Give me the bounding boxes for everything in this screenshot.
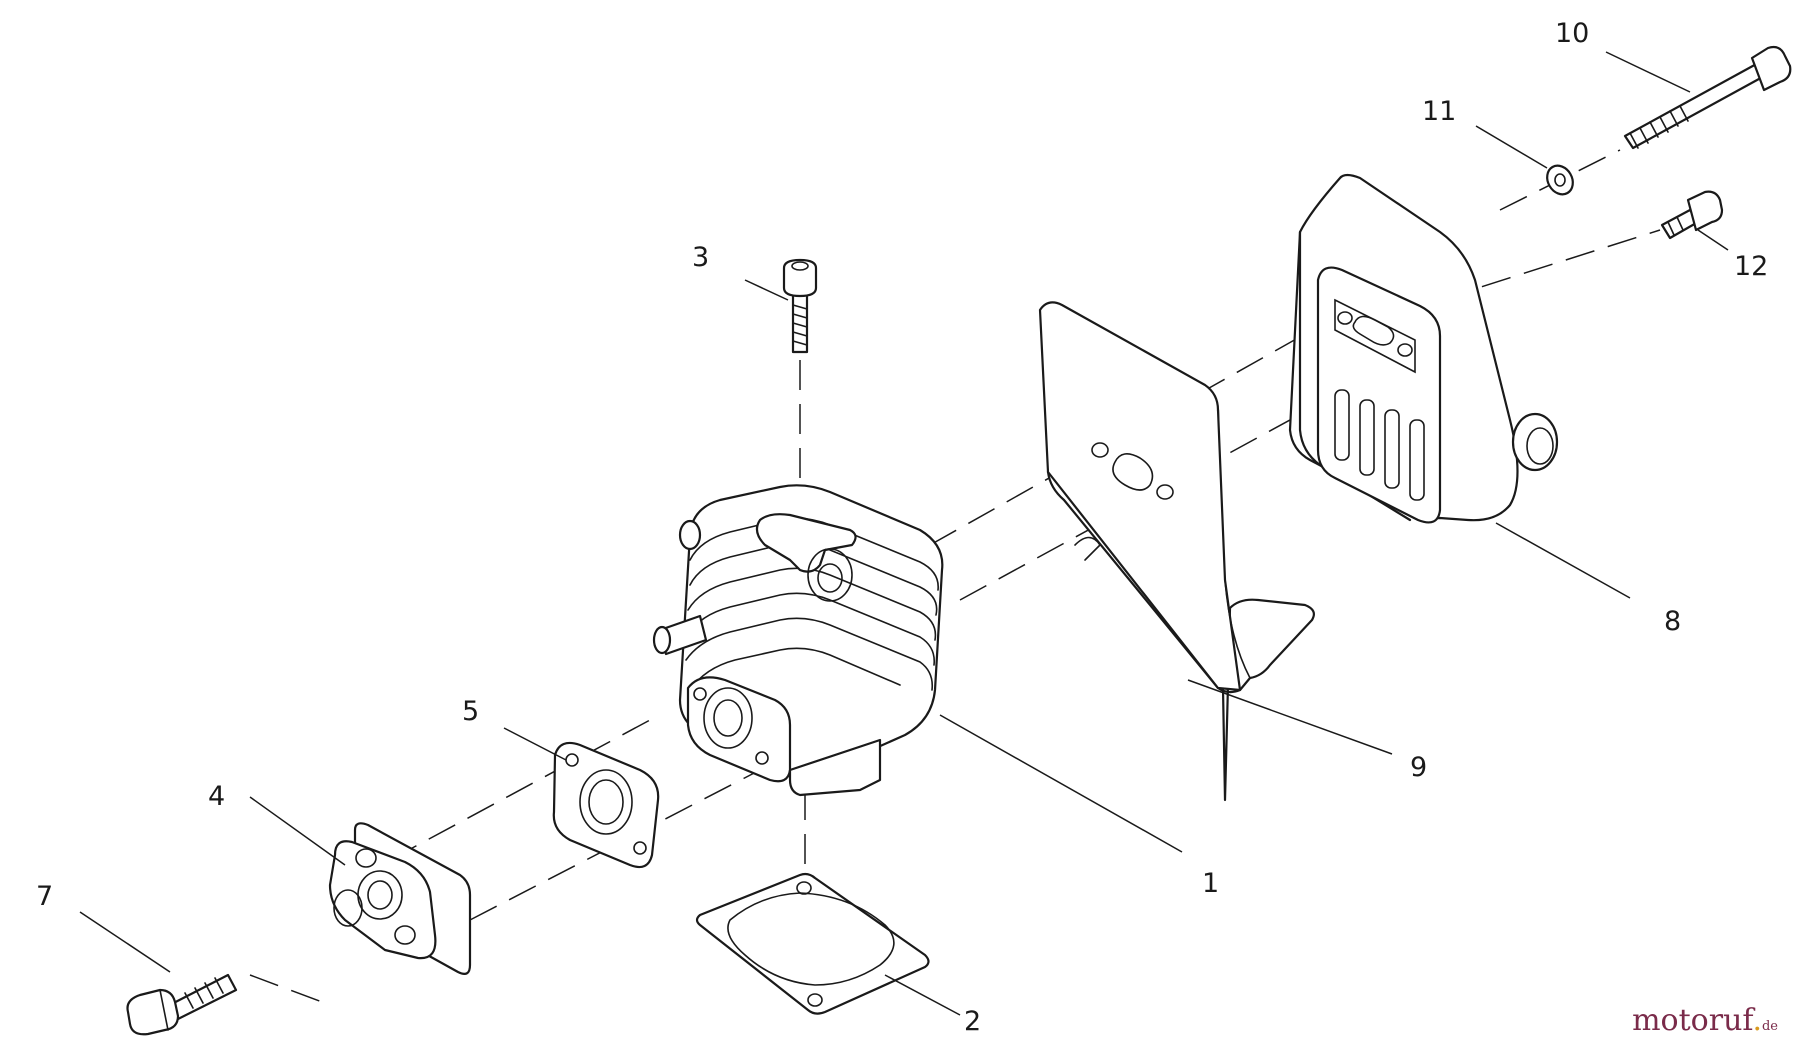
part-base-gasket (695, 872, 930, 1015)
callout-8: 8 (1664, 606, 1681, 637)
callout-4: 4 (208, 781, 225, 812)
brand-watermark: motoruf.de (1632, 1003, 1778, 1038)
callout-9: 9 (1410, 752, 1427, 783)
part-intake-gasket (552, 741, 660, 869)
callout-1: 1 (1202, 868, 1219, 899)
callout-10: 10 (1555, 18, 1589, 49)
part-long-bolt (1623, 45, 1792, 150)
part-muffler (1288, 173, 1559, 524)
part-heat-shield (1038, 301, 1315, 802)
callout-7: 7 (36, 881, 53, 912)
callout-3: 3 (692, 242, 709, 273)
callout-numbers: 1 2 3 4 5 7 8 9 10 11 12 (36, 18, 1768, 1037)
leader-lines (79, 51, 1729, 1016)
part-cylinder-screw (782, 258, 818, 354)
part-intake-insulator (328, 822, 472, 975)
part-insulator-bolt (126, 973, 238, 1036)
callout-11: 11 (1422, 96, 1456, 127)
part-short-bolt (1660, 190, 1724, 240)
callout-2: 2 (964, 1006, 981, 1037)
brand-suffix: de (1761, 1019, 1778, 1034)
part-washer (1546, 164, 1574, 196)
brand-dot: . (1752, 1003, 1762, 1038)
brand-name: motoruf (1632, 1003, 1753, 1038)
part-cylinder (652, 484, 944, 797)
callout-5: 5 (462, 696, 479, 727)
callout-12: 12 (1734, 251, 1768, 282)
